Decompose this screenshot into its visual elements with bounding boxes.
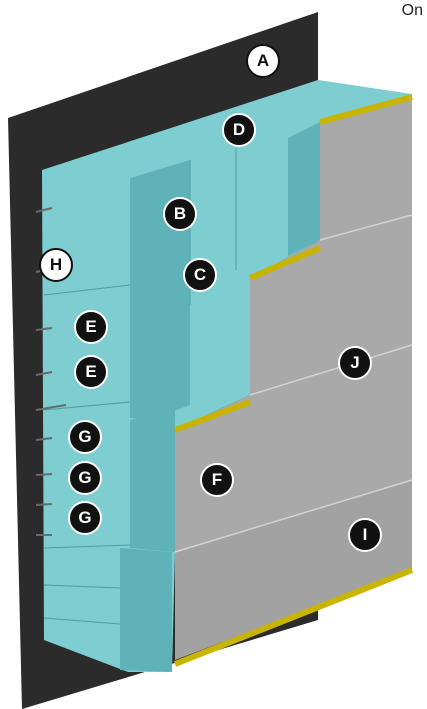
callout-b: B: [163, 197, 197, 231]
insulation-shade-mid: [130, 282, 190, 420]
callout-j: J: [338, 346, 372, 380]
callout-e1: E: [74, 310, 108, 344]
cladding-panel: [175, 100, 412, 660]
callout-a: A: [246, 44, 280, 78]
trim-strips: [173, 94, 414, 667]
callout-i: I: [348, 518, 382, 552]
callout-g1: G: [68, 420, 102, 454]
insulation-shade-right: [288, 122, 320, 256]
cladding-seams: [174, 214, 413, 553]
callout-h: H: [39, 248, 73, 282]
callout-c: C: [183, 258, 217, 292]
callout-g3: G: [68, 501, 102, 535]
callout-f: F: [200, 463, 234, 497]
insulation-shade-bottom: [120, 548, 172, 672]
callout-d: D: [222, 113, 256, 147]
insulation-seams: [43, 148, 237, 625]
callout-g2: G: [68, 461, 102, 495]
insulation-shade-lower: [130, 410, 175, 552]
corner-text: On: [401, 2, 423, 19]
callout-e2: E: [74, 355, 108, 389]
